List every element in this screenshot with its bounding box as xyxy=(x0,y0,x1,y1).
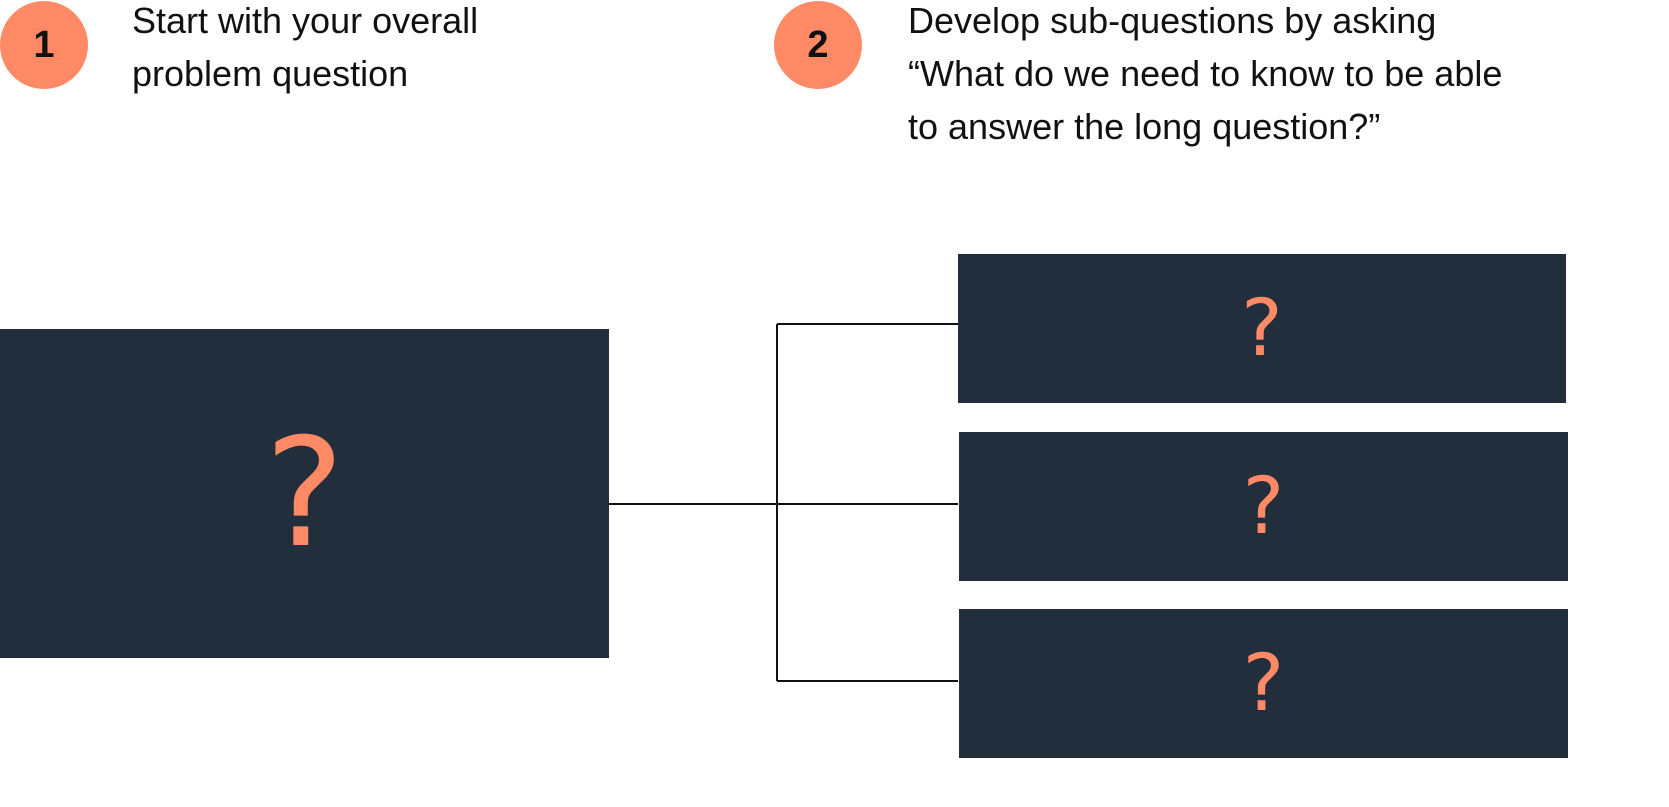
step-1-text: Start with your overall problem question xyxy=(132,0,478,100)
step-2-line-2: “What do we need to know to be able xyxy=(908,53,1503,94)
sub-question-box-2: ? xyxy=(959,432,1568,581)
step-1-line-1: Start with your overall xyxy=(132,0,479,41)
connector-group xyxy=(608,323,958,682)
step-2-badge: 2 xyxy=(774,1,862,89)
step-2-line-1: Develop sub-questions by asking xyxy=(908,0,1437,41)
step-2-text: Develop sub-questions by asking “What do… xyxy=(908,0,1502,153)
sub-question-mark-2: ? xyxy=(1242,461,1285,552)
main-question-mark: ? xyxy=(264,406,345,581)
sub-question-box-1: ? xyxy=(958,254,1566,403)
step-1-line-2: problem question xyxy=(132,53,409,94)
sub-question-mark-3: ? xyxy=(1242,638,1285,729)
step-2-line-3: to answer the long question?” xyxy=(908,106,1381,147)
sub-question-box-3: ? xyxy=(959,609,1568,758)
main-question-box: ? xyxy=(0,329,609,658)
sub-question-mark-1: ? xyxy=(1241,283,1283,374)
step-1-badge: 1 xyxy=(0,1,88,89)
